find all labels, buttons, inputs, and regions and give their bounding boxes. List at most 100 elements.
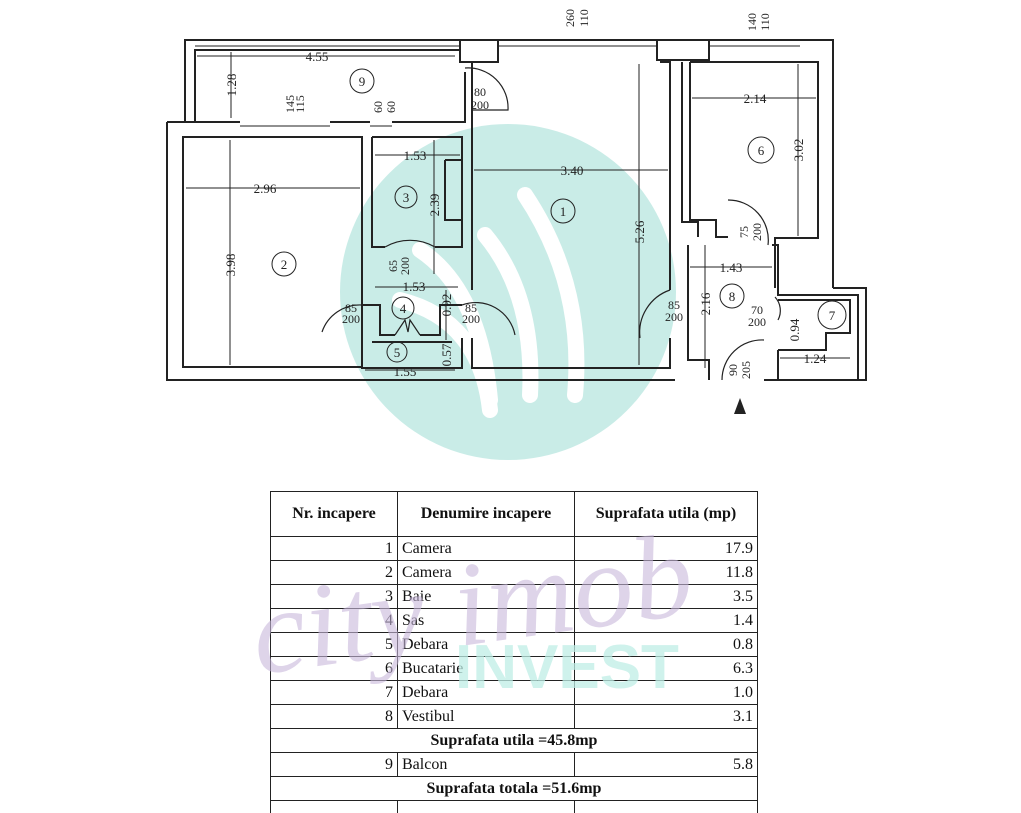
cell-area: 6.3 bbox=[574, 656, 758, 681]
header-name: Denumire incapere bbox=[397, 491, 575, 537]
cell-name: Sas bbox=[397, 608, 575, 633]
cell-nr: 1 bbox=[270, 536, 398, 561]
svg-text:1: 1 bbox=[560, 204, 567, 219]
table-row: 9 Balcon 5.8 bbox=[270, 752, 758, 777]
cell-name: Bucatarie bbox=[397, 656, 575, 681]
svg-text:1.24: 1.24 bbox=[804, 351, 827, 366]
svg-text:205: 205 bbox=[739, 361, 753, 379]
svg-text:200: 200 bbox=[750, 223, 764, 241]
svg-text:2.39: 2.39 bbox=[427, 194, 442, 217]
svg-text:90: 90 bbox=[726, 364, 740, 376]
cell-nr: 4 bbox=[270, 608, 398, 633]
room-label-4: 4 bbox=[391, 296, 415, 320]
svg-text:80: 80 bbox=[474, 85, 486, 99]
svg-text:145: 145 bbox=[283, 95, 297, 113]
svg-text:200: 200 bbox=[665, 310, 683, 324]
room-label-3: 3 bbox=[394, 185, 418, 209]
dimension-labels: 4.55 1.28 2.96 3.98 1.53 2.39 1.53 0.92 … bbox=[223, 49, 827, 379]
svg-text:85: 85 bbox=[668, 298, 680, 312]
svg-text:85: 85 bbox=[465, 301, 477, 315]
svg-text:2.96: 2.96 bbox=[254, 181, 277, 196]
cell-nr: 5 bbox=[270, 632, 398, 657]
svg-text:1.53: 1.53 bbox=[403, 279, 426, 294]
door-swings bbox=[321, 67, 781, 381]
cell-area: 17.9 bbox=[574, 536, 758, 561]
cell-nr: 3 bbox=[270, 584, 398, 609]
svg-text:9: 9 bbox=[359, 74, 366, 89]
watermark-logo bbox=[340, 124, 676, 460]
table-header: Nr. incapere Denumire incapere Suprafata… bbox=[270, 491, 758, 537]
cell-name: Camera bbox=[397, 536, 575, 561]
area-table: Nr. incapere Denumire incapere Suprafata… bbox=[270, 491, 758, 813]
svg-text:140: 140 bbox=[745, 13, 759, 31]
room-label-9: 9 bbox=[349, 68, 375, 94]
room-label-6: 6 bbox=[747, 136, 775, 164]
svg-text:3: 3 bbox=[403, 190, 410, 205]
cell-name: Baie bbox=[397, 584, 575, 609]
svg-text:2: 2 bbox=[281, 257, 288, 272]
svg-text:75: 75 bbox=[737, 226, 751, 238]
svg-text:2.16: 2.16 bbox=[698, 292, 713, 315]
svg-text:115: 115 bbox=[293, 95, 307, 113]
svg-text:3.98: 3.98 bbox=[223, 254, 238, 277]
svg-text:110: 110 bbox=[758, 13, 772, 31]
cell-nr: 8 bbox=[270, 704, 398, 729]
cell-name: Debara bbox=[397, 680, 575, 705]
cell-name: Debara bbox=[397, 632, 575, 657]
svg-text:200: 200 bbox=[462, 312, 480, 326]
svg-text:8: 8 bbox=[729, 289, 736, 304]
svg-text:1.43: 1.43 bbox=[720, 260, 743, 275]
cell-area: 3.5 bbox=[574, 584, 758, 609]
svg-text:200: 200 bbox=[342, 312, 360, 326]
room-label-2: 2 bbox=[271, 251, 297, 277]
cell-nr: 6 bbox=[270, 656, 398, 681]
walls bbox=[166, 39, 867, 381]
cell-nr: 2 bbox=[270, 560, 398, 585]
cell-area: 0.8 bbox=[574, 632, 758, 657]
room-label-5: 5 bbox=[386, 341, 408, 363]
svg-text:70: 70 bbox=[751, 303, 763, 317]
floor-plan: 9 2 3 4 5 1 6 8 7 4.55 1.28 2.96 3.98 1.… bbox=[166, 9, 867, 460]
cell-nr: 7 bbox=[270, 680, 398, 705]
svg-text:7: 7 bbox=[829, 308, 836, 323]
svg-text:0.92: 0.92 bbox=[439, 294, 454, 317]
cell-name: Vestibul bbox=[397, 704, 575, 729]
svg-text:4.55: 4.55 bbox=[306, 49, 329, 64]
cell-name: Camera bbox=[397, 560, 575, 585]
cell-area: 11.8 bbox=[574, 560, 758, 585]
svg-text:1.55: 1.55 bbox=[394, 364, 417, 379]
svg-text:65: 65 bbox=[386, 260, 400, 272]
svg-text:85: 85 bbox=[345, 301, 357, 315]
svg-text:200: 200 bbox=[471, 98, 489, 112]
header-nr: Nr. incapere bbox=[270, 491, 398, 537]
svg-text:4: 4 bbox=[400, 301, 407, 316]
svg-text:0.57: 0.57 bbox=[439, 343, 454, 366]
subtotal-row: Suprafata utila =45.8mp bbox=[270, 728, 758, 753]
cell-area: 1.4 bbox=[574, 608, 758, 633]
svg-text:0.94: 0.94 bbox=[787, 318, 802, 341]
header-area: Suprafata utila (mp) bbox=[574, 491, 758, 537]
svg-text:110: 110 bbox=[577, 9, 591, 27]
svg-text:200: 200 bbox=[748, 315, 766, 329]
svg-text:60: 60 bbox=[371, 101, 385, 113]
cell-area: 3.1 bbox=[574, 704, 758, 729]
